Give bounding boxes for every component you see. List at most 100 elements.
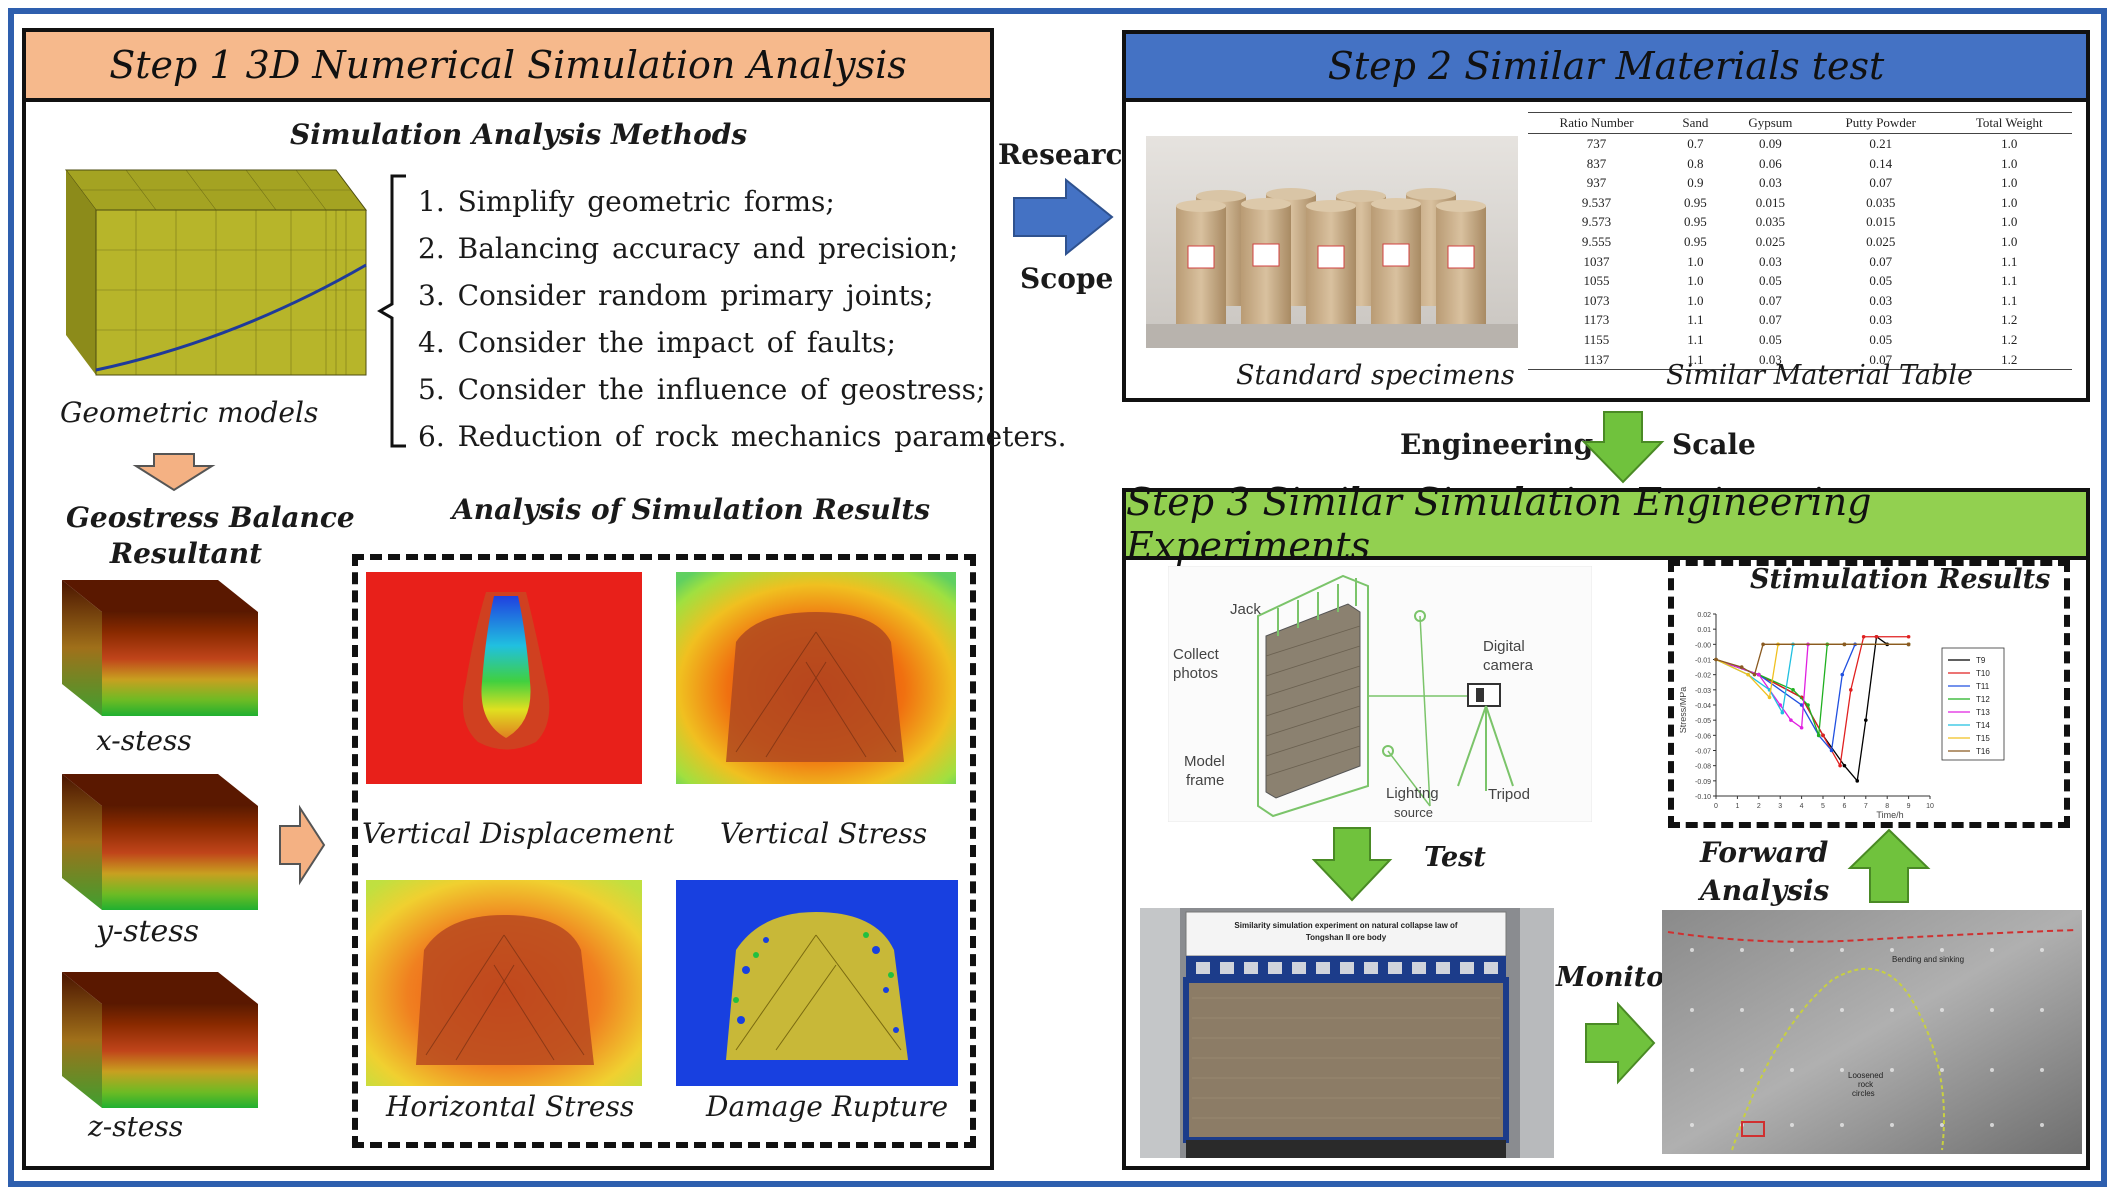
stress-cube-label: x-stess xyxy=(96,724,192,757)
table-caption: Similar Material Table xyxy=(1666,360,1973,391)
table-cell: 1.0 xyxy=(1687,253,1704,269)
chart-y-tick-label: -0.08 xyxy=(1695,764,1711,771)
result-caption: Vertical Stress xyxy=(720,817,928,850)
chart-y-tick-label: -0.02 xyxy=(1695,673,1711,680)
table-cell: 1.1 xyxy=(2001,292,2018,308)
stimulation-results-box xyxy=(1668,560,2070,828)
chart-point xyxy=(1761,642,1765,647)
table-cell: 0.03 xyxy=(1725,349,1816,371)
chart-y-tick-label: -0.05 xyxy=(1695,718,1711,725)
table-cell: 1073 xyxy=(1583,292,1610,308)
table-header-cell: Ratio Number xyxy=(1528,112,1666,134)
table-cell: 0.05 xyxy=(1869,331,1893,347)
chart-point xyxy=(1842,763,1847,768)
table-cell: 1.0 xyxy=(2001,233,2018,249)
x-stress-cube xyxy=(62,580,258,716)
monitor-label: Monitor xyxy=(1556,962,1679,993)
chart-point xyxy=(1821,733,1825,738)
table-cell: 1.2 xyxy=(2001,331,2018,347)
step2-header: Step 2 Similar Materials test xyxy=(1126,34,2086,102)
chart-x-tick-label: 7 xyxy=(1864,803,1868,810)
research-scope-arrow-icon xyxy=(1013,177,1114,257)
vertical-stress-image xyxy=(676,572,956,784)
monitor-photo: Bending and sinking Loosened rock circle… xyxy=(1662,910,2082,1154)
setup-label: Collect xyxy=(1173,646,1220,663)
table-cell: 1.1 xyxy=(1665,349,1726,371)
chart-point xyxy=(1789,718,1793,722)
table-cell: 9.537 xyxy=(1581,194,1612,210)
table-cell: 0.07 xyxy=(1758,292,1782,308)
chart-legend-box xyxy=(1941,647,2005,761)
setup-label: Model xyxy=(1184,753,1225,770)
monitor-annotation: rock xyxy=(1858,1080,1874,1089)
stress-cube-label: z-stess xyxy=(88,1110,184,1143)
table-cell: 0.21 xyxy=(1869,136,1893,151)
chart-point xyxy=(1861,634,1866,639)
scale-label: Scale xyxy=(1672,428,1756,461)
chart-legend-label: T14 xyxy=(1976,721,1990,730)
chart-point xyxy=(1906,642,1911,647)
table-cell: 1.1 xyxy=(2001,253,2018,269)
table-header-cell: Total Weight xyxy=(1946,112,2072,134)
scope-label: Scope xyxy=(1020,262,1114,295)
chart-point xyxy=(1840,672,1845,677)
step2-title: Step 2 Similar Materials test xyxy=(1327,44,1885,88)
results-title: Analysis of Simulation Results xyxy=(452,493,931,526)
chart-legend-label: T11 xyxy=(1976,682,1990,691)
chart-y-tick-label: -0.07 xyxy=(1695,749,1711,756)
engineering-label: Engineering xyxy=(1400,428,1594,461)
chart-legend-label: T13 xyxy=(1976,708,1990,717)
chart-y-tick-label: -0.03 xyxy=(1695,688,1711,695)
chart-point xyxy=(1799,725,1804,730)
chart-point xyxy=(1855,779,1860,783)
experiment-setup-diagram: Jack Collect photos Model frame Digital … xyxy=(1168,566,1592,822)
method-item: 5. Consider the influence of geostress; xyxy=(418,373,986,406)
chart-y-tick-label: 0.02 xyxy=(1697,612,1711,619)
table-header-cell: Sand xyxy=(1665,112,1726,134)
table-cell: 0.015 xyxy=(1866,214,1896,230)
table-cell: 0.8 xyxy=(1687,155,1704,171)
table-cell: 1037 xyxy=(1583,253,1610,269)
table-cell: 0.025 xyxy=(1866,233,1896,249)
y-stress-cube xyxy=(62,774,258,910)
table-cell: 0.9 xyxy=(1687,175,1704,191)
chart-y-tick-label: -0.09 xyxy=(1695,779,1711,786)
table-cell: 0.05 xyxy=(1758,331,1782,347)
vertical-displacement-image xyxy=(366,572,642,784)
chart-point xyxy=(1780,710,1785,715)
table-cell: 1.1 xyxy=(1687,331,1704,347)
stress-chart: Stress/MPa Time/h -0.10-0.09-0.08-0.07-0… xyxy=(1680,600,2060,822)
chart-ylabel: Stress/MPa xyxy=(1680,687,1688,734)
methods-brace xyxy=(377,174,406,448)
horizontal-stress-image xyxy=(366,880,642,1086)
table-cell: 0.05 xyxy=(1869,273,1893,289)
chart-point xyxy=(1752,672,1757,677)
geostress-title-line: Resultant xyxy=(109,537,263,570)
chart-series-line xyxy=(1715,643,1909,676)
table-cell: 0.09 xyxy=(1758,136,1782,151)
chart-y-tick-label: -0.00 xyxy=(1695,642,1711,649)
table-cell: 0.07 xyxy=(1869,253,1893,269)
step3-title: Step 3 Similar Simulation Engineering Ex… xyxy=(1126,480,1872,568)
chart-x-tick-label: 9 xyxy=(1907,803,1911,810)
table-cell: 0.95 xyxy=(1684,194,1707,210)
chart-legend-label: T12 xyxy=(1976,695,1990,704)
forward-label-line: Forward xyxy=(1700,836,1829,869)
z-stress-cube xyxy=(62,972,258,1108)
setup-label: source xyxy=(1394,805,1433,820)
chart-point xyxy=(1799,703,1804,707)
chart-point xyxy=(1714,657,1718,662)
method-item: 4. Consider the impact of faults; xyxy=(418,326,896,359)
table-cell: 0.95 xyxy=(1684,214,1707,230)
